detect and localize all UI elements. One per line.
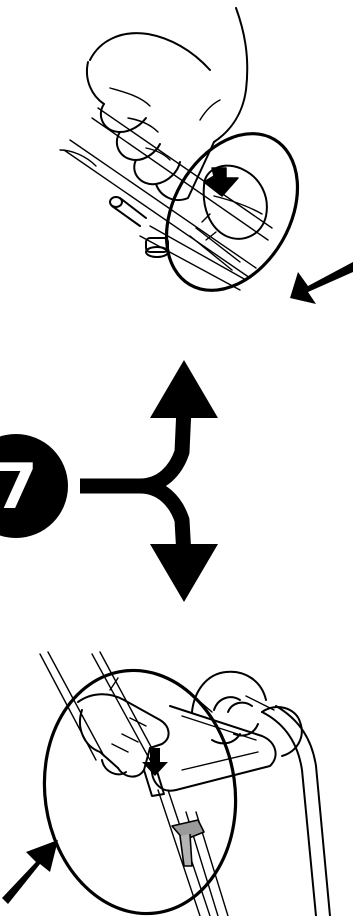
bottom-panel-handle-lever xyxy=(2,652,330,916)
step-number: 7 xyxy=(0,450,38,523)
middle-panel-choice: 7 xyxy=(0,360,218,602)
pointer-arrow-icon xyxy=(290,262,353,304)
branching-arrow-icon xyxy=(80,360,218,602)
top-panel-primer-press xyxy=(60,8,353,314)
arrow-up-icon xyxy=(150,360,218,418)
screw-part xyxy=(110,197,168,257)
lever-knob xyxy=(172,820,204,866)
handle-tubes xyxy=(40,652,330,916)
arrow-down-icon xyxy=(150,544,218,602)
pointer-arrow-lower-icon xyxy=(2,840,58,904)
